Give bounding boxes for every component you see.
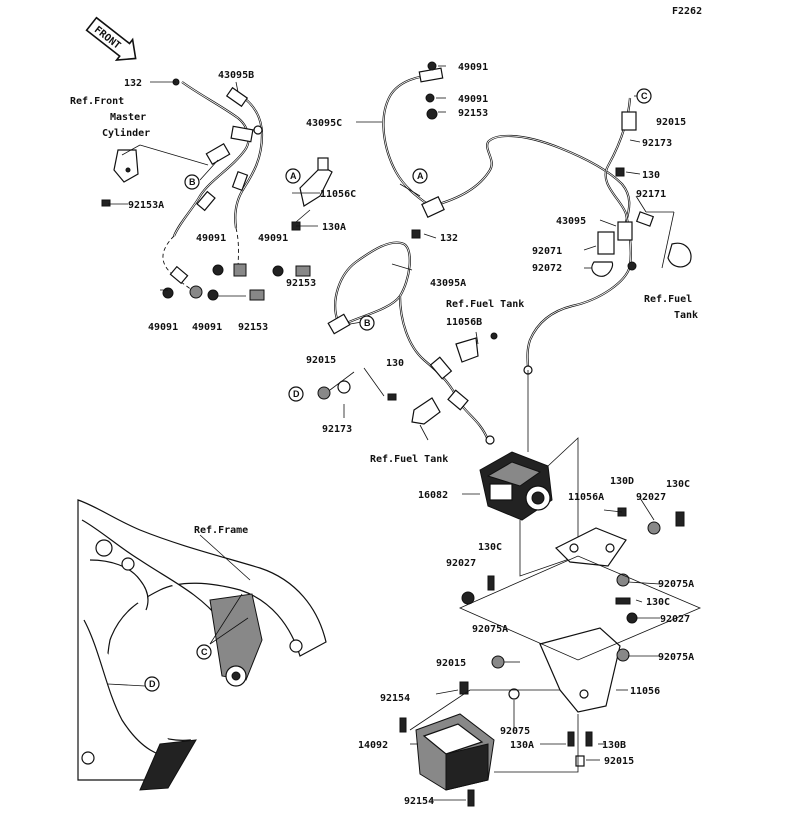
callout-label: 130A [322, 222, 346, 233]
ref-marker-A-1: A [285, 168, 301, 184]
ref-marker-C-2: C [196, 644, 212, 660]
svg-text:D: D [149, 679, 156, 689]
callout-label: 49091 [258, 233, 288, 244]
ref-marker-C-1: C [636, 88, 652, 104]
abs-unit-assembly [399, 370, 702, 807]
callout-label: 130 [642, 170, 660, 181]
callout-label: 132 [440, 233, 458, 244]
callout-label: 92154 [404, 796, 434, 807]
callout-label: 92072 [532, 263, 562, 274]
callout-label: 16082 [418, 490, 448, 501]
callout-label: 92075A [472, 624, 508, 635]
callout-label: 11056C [320, 189, 356, 200]
callout-label: 43095 [556, 216, 586, 227]
callout-label: 92075 [500, 726, 530, 737]
svg-text:B: B [189, 177, 196, 187]
svg-text:A: A [417, 171, 424, 181]
callout-label: 130C [666, 479, 690, 490]
callout-label: 92015 [604, 756, 634, 767]
callout-label: Ref.Fuel Tank [370, 454, 448, 465]
callout-label: 11056 [630, 686, 660, 697]
callout-label: 14092 [358, 740, 388, 751]
svg-text:B: B [364, 318, 371, 328]
ref-marker-B-2: B [359, 315, 375, 331]
callout-label: Tank [674, 310, 698, 321]
callout-label: 11056A [568, 492, 604, 503]
callout-label: 49091 [148, 322, 178, 333]
callout-label: 130B [602, 740, 626, 751]
callout-label: 92015 [436, 658, 466, 669]
abs-rear-hose [523, 95, 692, 375]
callout-label: Ref.Front [70, 96, 124, 107]
callout-label: Cylinder [102, 127, 150, 139]
callout-label: 92173 [322, 424, 352, 435]
callout-label: 43095B [218, 70, 254, 81]
callout-label: Ref.Fuel Tank [446, 299, 524, 310]
callout-label: 130A [510, 740, 534, 751]
callout-label: 130C [646, 597, 670, 608]
callout-label: 92153 [238, 322, 268, 333]
callout-label: Ref.Frame [194, 525, 248, 536]
callout-label: 43095C [306, 118, 342, 129]
part-labels: 132 43095B Ref.Front Master Cylinder 921… [70, 62, 698, 807]
callout-label: 92027 [636, 492, 666, 503]
abs-front-hose [317, 241, 498, 445]
front-hose-assembly [101, 78, 333, 301]
svg-text:D: D [293, 389, 300, 399]
svg-text:C: C [641, 91, 648, 101]
callout-label: 92015 [306, 355, 336, 366]
callout-label: 92153 [286, 278, 316, 289]
svg-text:C: C [201, 647, 208, 657]
callout-label: 92075A [658, 652, 694, 663]
callout-label: Ref.Fuel [644, 294, 692, 305]
frame-outline [77, 499, 327, 791]
callout-label: 92171 [636, 189, 666, 200]
callout-label: 43095A [430, 278, 466, 289]
callout-label: 92071 [532, 246, 562, 257]
callout-label: 132 [124, 78, 142, 89]
ref-marker-A-2: A [412, 168, 428, 184]
front-arrow-icon: FRONT [85, 16, 137, 62]
callout-label: 92027 [660, 614, 690, 625]
callout-label: 92027 [446, 558, 476, 569]
callout-label: 92153A [128, 200, 164, 211]
callout-label: 49091 [458, 62, 488, 73]
callout-label: 92153 [458, 108, 488, 119]
ref-marker-D-2: D [144, 676, 160, 692]
callout-label: 92154 [380, 693, 410, 704]
callout-label: 49091 [458, 94, 488, 105]
callout-label: 92173 [642, 138, 672, 149]
ref-marker-B-1: B [184, 174, 200, 190]
callout-label: 130 [386, 358, 404, 369]
figure-code: F2262 [672, 6, 702, 17]
rear-hose-assembly [356, 61, 631, 239]
callout-label: 130D [610, 476, 634, 487]
callout-label: 11056B [446, 317, 482, 328]
callout-label: 49091 [196, 233, 226, 244]
callout-label: 49091 [192, 322, 222, 333]
callout-label: 130C [478, 542, 502, 553]
ref-marker-D-1: D [288, 386, 304, 402]
callout-label: 92075A [658, 579, 694, 590]
callout-label: 92015 [656, 117, 686, 128]
callout-label: Master [110, 112, 146, 123]
svg-text:A: A [290, 171, 297, 181]
